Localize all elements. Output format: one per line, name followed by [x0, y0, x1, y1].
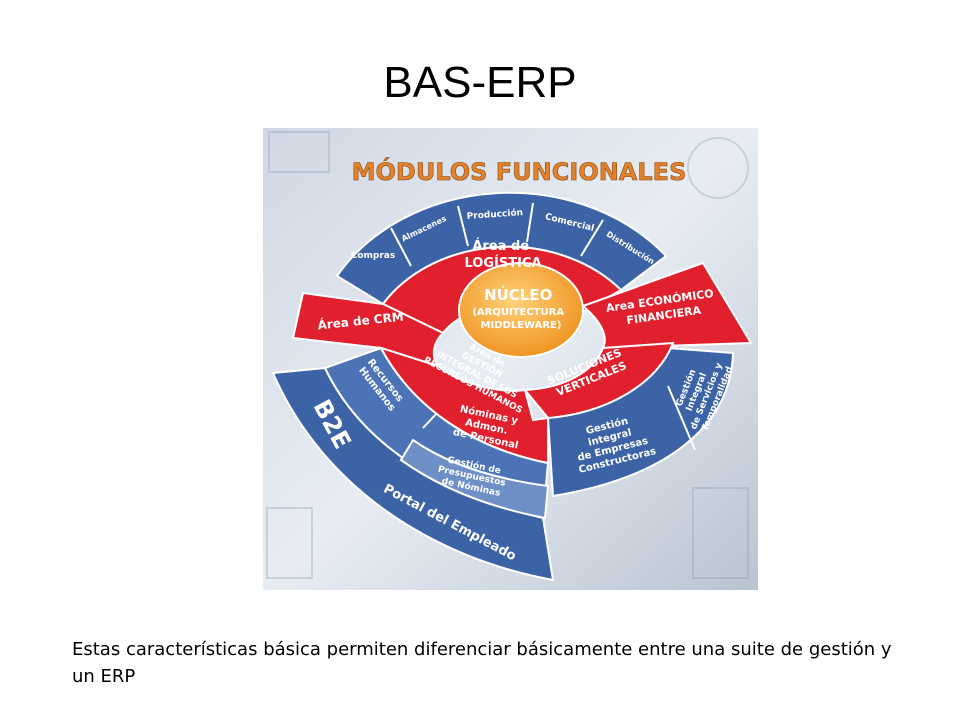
core-title: NÚCLEO: [484, 285, 552, 304]
soluciones-area: [522, 341, 675, 420]
slide-caption: Estas características básica permiten di…: [72, 639, 892, 687]
module-produccion: Producción: [466, 207, 523, 222]
vertical-modules-block: [546, 346, 735, 498]
diagram-heading: MÓDULOS FUNCIONALES: [352, 156, 687, 186]
functional-modules-diagram: MÓDULOS FUNCIONALES NÚCLEO (ARQUITECTURA: [263, 128, 758, 590]
background-decoration: [266, 131, 749, 579]
economico-area: [581, 261, 753, 350]
logistica-label-2: LOGÍSTICA: [464, 255, 541, 271]
core-line-3: MIDDLEWARE): [481, 320, 562, 331]
rrhh-area: [378, 346, 549, 465]
svg-text:Área de LOGÍSTICA: Área de LOGÍSTICA: [464, 238, 541, 271]
logistica-label-1: Área de: [472, 238, 529, 254]
core-node: [458, 262, 584, 358]
svg-text:NÚCLEO (ARQUITECTURA: NÚCLEO (ARQUITECTURA MIDDLEWARE): [472, 285, 569, 331]
slide-title: BAS-ERP: [383, 58, 577, 107]
presupuestos-block: [399, 438, 550, 520]
core-line-2: (ARQUITECTURA: [472, 307, 564, 318]
svg-text:Compras: Compras: [351, 251, 395, 261]
module-compras: Compras: [351, 251, 395, 261]
svg-text:Gestión integral d: Gestión integral de Empresas Constructor…: [569, 410, 658, 476]
